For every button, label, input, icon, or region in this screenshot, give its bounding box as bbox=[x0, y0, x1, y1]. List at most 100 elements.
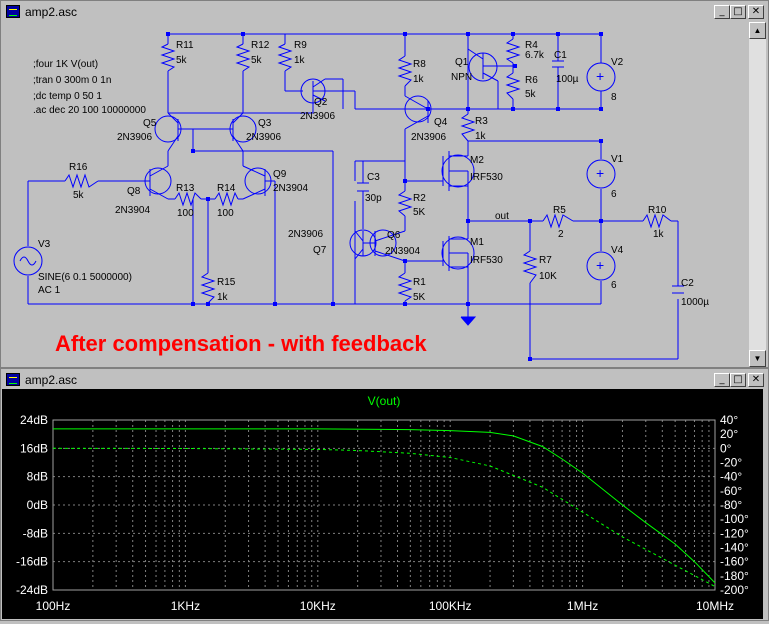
schematic-window: amp2.asc _ □ ✕ bbox=[0, 0, 769, 368]
svg-text:6: 6 bbox=[611, 280, 617, 291]
svg-text:6: 6 bbox=[611, 189, 617, 200]
y-right-tick-label: -120° bbox=[720, 526, 749, 540]
app-icon bbox=[6, 5, 20, 18]
svg-text:C2: C2 bbox=[681, 278, 694, 289]
svg-text:R6: R6 bbox=[525, 75, 538, 86]
svg-text:2N3904: 2N3904 bbox=[115, 205, 150, 216]
y-right-tick-label: -20° bbox=[720, 456, 742, 470]
svg-text:5k: 5k bbox=[251, 55, 263, 66]
y-right-tick-label: -60° bbox=[720, 484, 742, 498]
svg-text:1k: 1k bbox=[217, 292, 229, 303]
scroll-up-icon[interactable]: ▲ bbox=[749, 22, 766, 39]
svg-text:+: + bbox=[596, 68, 604, 84]
svg-text:+: + bbox=[596, 257, 604, 273]
y-right-tick-label: -180° bbox=[720, 569, 749, 583]
y-left-tick-label: 8dB bbox=[27, 470, 48, 484]
y-right-tick-label: -200° bbox=[720, 583, 749, 597]
x-tick-label: 10KHz bbox=[300, 599, 336, 613]
junctions bbox=[166, 32, 603, 361]
directive-line: ;tran 0 300m 0 1n bbox=[33, 75, 111, 86]
svg-text:C3: C3 bbox=[367, 172, 380, 183]
svg-text:5K: 5K bbox=[413, 292, 426, 303]
y-left-tick-label: 16dB bbox=[20, 441, 48, 455]
svg-text:100µ: 100µ bbox=[556, 74, 579, 85]
y-left-tick-label: -16dB bbox=[16, 555, 48, 569]
close-icon[interactable]: ✕ bbox=[748, 5, 764, 19]
svg-text:R12: R12 bbox=[251, 40, 270, 51]
svg-text:5k: 5k bbox=[73, 190, 85, 201]
svg-text:2N3906: 2N3906 bbox=[411, 132, 446, 143]
svg-text:Q3: Q3 bbox=[258, 118, 272, 129]
svg-text:NPN: NPN bbox=[451, 72, 472, 83]
y-right-tick-label: 20° bbox=[720, 427, 738, 441]
svg-text:2N3906: 2N3906 bbox=[288, 229, 323, 240]
svg-text:1k: 1k bbox=[475, 131, 487, 142]
svg-text:2N3904: 2N3904 bbox=[273, 183, 308, 194]
x-tick-label: 100Hz bbox=[36, 599, 71, 613]
svg-text:SINE(6 0.1 5000000): SINE(6 0.1 5000000) bbox=[38, 272, 132, 283]
svg-text:Q9: Q9 bbox=[273, 169, 287, 180]
phase-trace bbox=[52, 447, 716, 587]
svg-text:Q7: Q7 bbox=[313, 245, 327, 256]
wires bbox=[27, 33, 679, 360]
y-right-tick-label: -100° bbox=[720, 512, 749, 526]
y-right-labels: 40°20°0°-20°-40°-60°-80°-100°-120°-140°-… bbox=[720, 413, 749, 597]
svg-text:8: 8 bbox=[611, 92, 617, 103]
svg-text:1k: 1k bbox=[413, 74, 425, 85]
svg-text:Q5: Q5 bbox=[143, 118, 157, 129]
svg-text:Q4: Q4 bbox=[434, 117, 448, 128]
svg-text:V1: V1 bbox=[611, 154, 624, 165]
svg-text:30p: 30p bbox=[365, 193, 382, 204]
svg-text:1k: 1k bbox=[294, 55, 306, 66]
plot-window-title: amp2.asc bbox=[25, 373, 78, 387]
app-icon bbox=[6, 373, 20, 386]
svg-text:5k: 5k bbox=[176, 55, 188, 66]
plot-frame bbox=[52, 419, 716, 591]
svg-text:Q2: Q2 bbox=[314, 97, 328, 108]
svg-text:R13: R13 bbox=[176, 183, 195, 194]
svg-text:R10: R10 bbox=[648, 205, 667, 216]
trace-label[interactable]: V(out) bbox=[368, 394, 401, 408]
svg-text:AC 1: AC 1 bbox=[38, 285, 61, 296]
svg-text:R15: R15 bbox=[217, 277, 236, 288]
directive-line: ;four 1K V(out) bbox=[33, 59, 98, 70]
close-icon[interactable]: ✕ bbox=[748, 373, 764, 387]
svg-text:R4: R4 bbox=[525, 40, 538, 51]
plot-grid bbox=[52, 419, 715, 591]
svg-text:2N3906: 2N3906 bbox=[117, 132, 152, 143]
svg-text:R2: R2 bbox=[413, 193, 426, 204]
component-labels: R11 5k R12 5k R9 1k R8 1k R4 6.7k R6 5k … bbox=[38, 40, 709, 308]
schematic-vertical-scrollbar[interactable]: ▲ ▼ bbox=[749, 22, 766, 367]
maximize-icon[interactable]: □ bbox=[730, 5, 746, 19]
schematic-titlebar[interactable]: amp2.asc _ □ ✕ bbox=[3, 3, 766, 21]
svg-text:10K: 10K bbox=[539, 271, 557, 282]
svg-text:5k: 5k bbox=[525, 89, 537, 100]
schematic-window-title: amp2.asc bbox=[25, 5, 78, 19]
svg-text:100: 100 bbox=[217, 208, 234, 219]
y-right-tick-label: 40° bbox=[720, 413, 738, 427]
y-right-tick-label: -40° bbox=[720, 470, 742, 484]
svg-text:Q1: Q1 bbox=[455, 57, 469, 68]
svg-text:1000µ: 1000µ bbox=[681, 297, 709, 308]
svg-text:R1: R1 bbox=[413, 277, 426, 288]
schematic-canvas[interactable]: + + + bbox=[3, 22, 748, 367]
traces bbox=[52, 428, 716, 587]
minimize-icon[interactable]: _ bbox=[714, 373, 730, 387]
svg-text:2N3906: 2N3906 bbox=[246, 132, 281, 143]
y-right-tick-label: -160° bbox=[720, 555, 749, 569]
plot-titlebar[interactable]: amp2.asc _ □ ✕ bbox=[3, 371, 766, 389]
svg-text:R3: R3 bbox=[475, 116, 488, 127]
svg-text:2: 2 bbox=[558, 229, 564, 240]
svg-text:V4: V4 bbox=[611, 245, 624, 256]
maximize-icon[interactable]: □ bbox=[730, 373, 746, 387]
y-left-tick-label: 0dB bbox=[27, 498, 48, 512]
x-tick-label: 1MHz bbox=[567, 599, 598, 613]
y-left-tick-label: -24dB bbox=[16, 583, 48, 597]
minimize-icon[interactable]: _ bbox=[714, 5, 730, 19]
svg-text:Q6: Q6 bbox=[387, 230, 401, 241]
svg-text:V3: V3 bbox=[38, 239, 51, 250]
scroll-down-icon[interactable]: ▼ bbox=[749, 350, 766, 367]
y-right-tick-label: 0° bbox=[720, 441, 732, 455]
